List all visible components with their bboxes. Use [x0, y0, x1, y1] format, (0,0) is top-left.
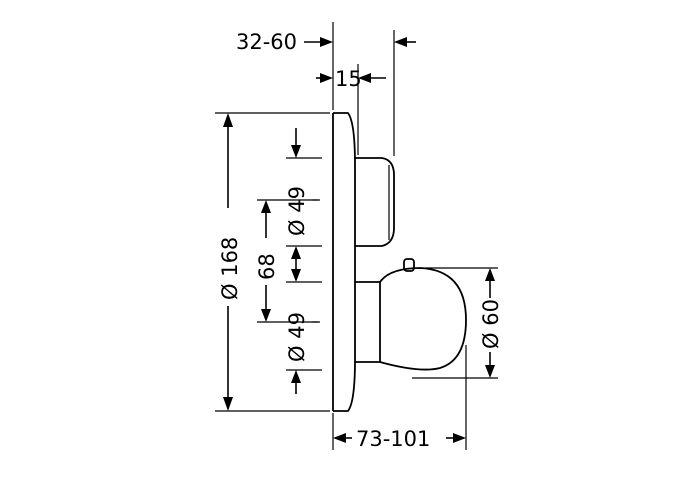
dim-center-spacing-label: 68 [255, 253, 279, 280]
upper-knob [355, 157, 395, 247]
dim-plate-diameter: Ø 168 [215, 112, 330, 412]
dim-plate-offset: 15 [316, 64, 386, 155]
dim-center-spacing: 68 [255, 199, 320, 323]
dim-handle-diameter-label: Ø 60 [479, 299, 503, 349]
dim-projection-range-label: 73-101 [356, 427, 430, 451]
dim-depth-range-label: 32-60 [236, 30, 297, 54]
dim-lower-knob-diameter-label: Ø 49 [285, 312, 309, 362]
dim-projection-range: 73-101 [332, 345, 467, 451]
dim-lower-knob-diameter: Ø 49 [285, 269, 322, 394]
dim-handle-diameter: Ø 60 [412, 267, 503, 379]
wall-plate [332, 112, 356, 412]
dim-plate-offset-label: 15 [335, 67, 362, 91]
dim-depth-range: 32-60 [236, 22, 416, 156]
dim-upper-knob-diameter: Ø 49 [285, 128, 322, 280]
thermostat-handle [355, 258, 467, 371]
dim-plate-diameter-label: Ø 168 [218, 237, 242, 300]
dim-upper-knob-diameter-label: Ø 49 [285, 186, 309, 236]
